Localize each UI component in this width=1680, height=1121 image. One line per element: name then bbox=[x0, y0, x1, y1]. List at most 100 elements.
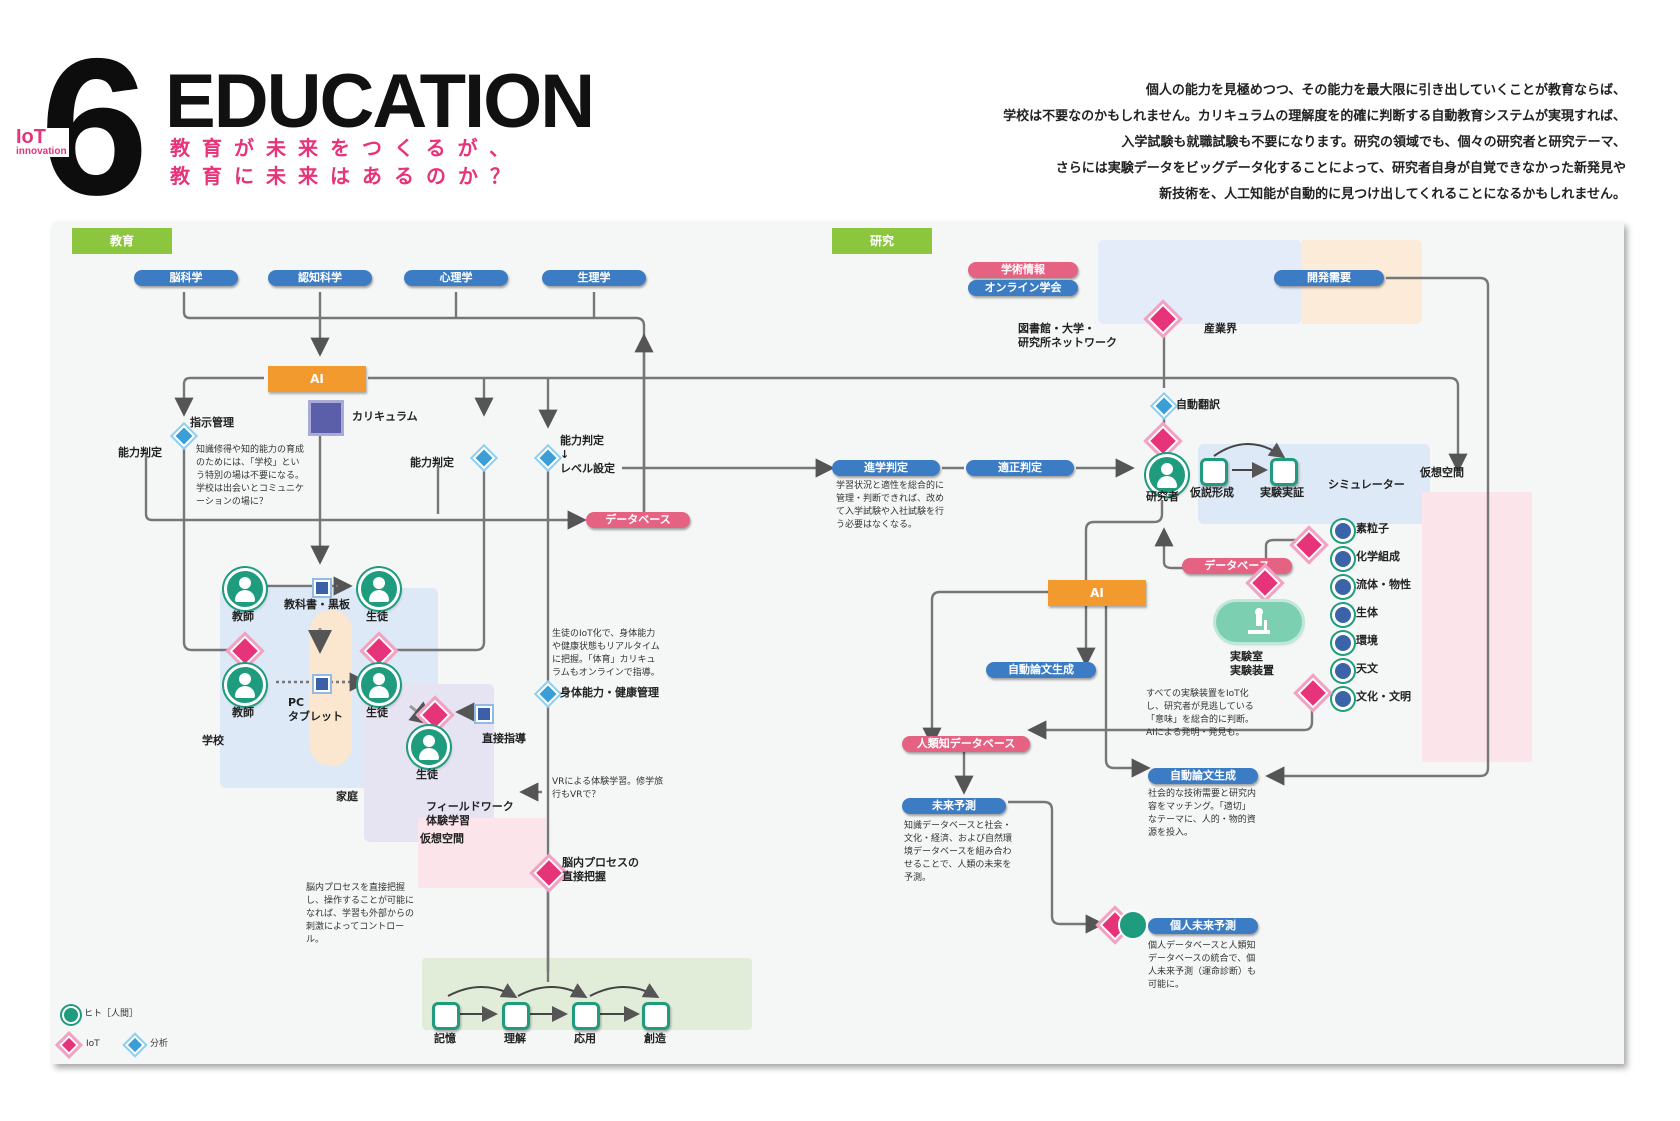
personal-future-pill: 個人未来予測 bbox=[1148, 918, 1258, 934]
education-ai-box: AI bbox=[268, 366, 366, 392]
brain-label-2: 直接把握 bbox=[562, 870, 606, 883]
shiji-note: 知識修得や知的能力の育成のためには、「学校」という特別の場は不要になる。学校は出… bbox=[196, 445, 305, 507]
personal-person-icon bbox=[1118, 910, 1148, 940]
library-label-1: 図書館・大学・ bbox=[1018, 322, 1095, 335]
sim-item-environment: 環境 bbox=[1356, 634, 1378, 647]
brain-label-1: 脳内プロセスの bbox=[562, 856, 639, 869]
auto-paper-pill-2: 自動論文生成 bbox=[1148, 768, 1258, 784]
future-note: 知識データベースと社会・文化・経済、および自然環境データベースを組み合わせること… bbox=[904, 821, 1013, 883]
sim-item-astronomy: 天文 bbox=[1356, 662, 1378, 675]
simulator-label: シミュレーター bbox=[1328, 478, 1405, 491]
online-conference-pill: オンライン学会 bbox=[968, 280, 1078, 296]
sim-item-culture: 文化・文明 bbox=[1356, 690, 1411, 703]
simulator-region bbox=[1422, 492, 1532, 762]
student-icon-2 bbox=[358, 664, 400, 706]
industry-label: 産業界 bbox=[1204, 322, 1237, 335]
library-label-2: 研究所ネットワーク bbox=[1018, 336, 1117, 349]
auto-translate-label: 自動翻訳 bbox=[1176, 398, 1220, 411]
verification-icon bbox=[1270, 458, 1298, 486]
sim-item-chemistry: 化学組成 bbox=[1356, 550, 1400, 563]
shingaku-pill: 進学判定 bbox=[832, 460, 940, 476]
virtual-label: 仮想空間 bbox=[420, 832, 464, 845]
brain-note: 脳内プロセスを直接把握し、操作することが可能になれば、学習も外部からの刺激によっ… bbox=[306, 883, 415, 945]
student-label-3: 生徒 bbox=[416, 768, 438, 781]
source-physiology: 生理学 bbox=[542, 270, 646, 286]
legend-person-label: ヒト［人間］ bbox=[84, 1009, 139, 1019]
hypothesis-icon bbox=[1200, 458, 1228, 486]
auto-paper-pill-1: 自動論文生成 bbox=[986, 662, 1096, 678]
noryoku-level-label-2: レベル設定 bbox=[560, 462, 615, 475]
field-label-2: 体験学習 bbox=[426, 814, 470, 827]
student-icon-3 bbox=[408, 726, 450, 768]
shiji-label: 指示管理 bbox=[190, 416, 234, 429]
sim-item-dot bbox=[1332, 688, 1354, 710]
connector-lines bbox=[144, 276, 1490, 1022]
microscope-icon bbox=[1216, 602, 1302, 642]
hypothesis-label: 仮説形成 bbox=[1190, 486, 1234, 499]
direct-node-icon bbox=[476, 706, 492, 722]
page-title: EDUCATION bbox=[165, 59, 595, 144]
iot-student-note: 生徒のIoT化で、身体能力や健康状態もリアルタイムに把握。「体育」カリキュラムも… bbox=[552, 629, 660, 678]
lab-note: すべての実験装置をIoT化し、研究者が見逃している「意味」を総合的に判断。AIに… bbox=[1146, 689, 1255, 738]
shingaku-note: 学習状況と適性を総合的に管理・判断できれば、改めて入学試験や入社試験を行う必要は… bbox=[836, 481, 945, 530]
virtual-space-region bbox=[418, 818, 546, 888]
textbook-label: 教科書・黒板 bbox=[284, 598, 350, 611]
academic-info-pill: 学術情報 bbox=[968, 262, 1078, 278]
tekisei-pill: 適正判定 bbox=[966, 460, 1074, 476]
dev-demand-pill: 開発需要 bbox=[1274, 270, 1384, 286]
research-database: データベース bbox=[1182, 558, 1292, 574]
pc-label-2: タブレット bbox=[288, 710, 343, 723]
personal-note: 個人データベースと人類知データベースの統合で、個人未来予測（運命診断）も可能に。 bbox=[1148, 941, 1257, 990]
sim-item-dot bbox=[1332, 548, 1354, 570]
verification-label: 実験実証 bbox=[1260, 486, 1304, 499]
curriculum-label: カリキュラム bbox=[352, 410, 418, 423]
school-label: 学校 bbox=[202, 734, 224, 747]
pc-label-1: PC bbox=[288, 696, 305, 709]
sim-item-dot bbox=[1332, 604, 1354, 626]
sim-item-biology: 生体 bbox=[1356, 606, 1378, 619]
process-application: 応用 bbox=[574, 1032, 596, 1045]
researcher-region bbox=[1198, 444, 1430, 524]
home-label: 家庭 bbox=[336, 790, 358, 803]
intro-text: 個人の能力を見極めつつ、その能力を最大限に引き出していくことが教育ならば、 学校… bbox=[1003, 83, 1626, 202]
memory-icon bbox=[432, 1002, 460, 1030]
researcher-icon bbox=[1146, 454, 1188, 496]
diagram-panel: 教育 脳科学 認知科学 心理学 生理学 AI カリキュラム 指示管理 知識修得や… bbox=[52, 222, 1624, 1064]
sim-item-dot bbox=[1332, 576, 1354, 598]
creation-icon bbox=[642, 1002, 670, 1030]
education-tag: 教育 bbox=[72, 228, 172, 254]
academic-region bbox=[1098, 240, 1302, 324]
future-pill: 未来予測 bbox=[902, 798, 1006, 814]
noryoku-level-label-1: 能力判定 bbox=[560, 434, 604, 447]
field-label-1: フィールドワーク bbox=[426, 800, 514, 813]
body-mgmt-label: 身体能力・健康管理 bbox=[560, 686, 659, 699]
sim-item-dot bbox=[1332, 520, 1354, 542]
teacher-label-2: 教師 bbox=[232, 706, 254, 719]
paper-note: 社会的な技術需要と研究内容をマッチング。「適切」なテーマに、人的・物的資源を投入… bbox=[1148, 789, 1257, 838]
teacher-label-1: 教師 bbox=[232, 610, 254, 623]
process-creation: 創造 bbox=[644, 1032, 666, 1045]
legend-iot-label: IoT bbox=[86, 1039, 100, 1049]
student-label-2: 生徒 bbox=[366, 706, 388, 719]
teacher-icon-2 bbox=[224, 664, 266, 706]
human-db-pill: 人類知データベース bbox=[902, 736, 1030, 752]
sim-item-particle: 素粒子 bbox=[1356, 522, 1389, 535]
process-understanding: 理解 bbox=[504, 1032, 526, 1045]
pc-node-icon bbox=[314, 676, 330, 692]
research-ai-box: AI bbox=[1048, 580, 1146, 606]
source-psychology: 心理学 bbox=[404, 270, 508, 286]
section-number: 6 bbox=[40, 18, 148, 236]
understanding-icon bbox=[502, 1002, 530, 1030]
student-label-1: 生徒 bbox=[366, 610, 388, 623]
textbook-node-icon bbox=[314, 580, 330, 596]
curriculum-icon bbox=[308, 400, 344, 436]
catch-line-2: 教育に未来はあるのか？ bbox=[170, 164, 522, 188]
source-cognitive-science: 認知科学 bbox=[268, 270, 372, 286]
process-memory: 記憶 bbox=[434, 1032, 456, 1045]
researcher-label: 研究者 bbox=[1146, 490, 1179, 503]
legend-analysis-label: 分析 bbox=[150, 1039, 169, 1049]
virtual-space-label: 仮想空間 bbox=[1420, 466, 1464, 479]
noryoku-mid-label: 能力判定 bbox=[410, 456, 454, 469]
lab-label-1: 実験室 bbox=[1230, 650, 1263, 663]
